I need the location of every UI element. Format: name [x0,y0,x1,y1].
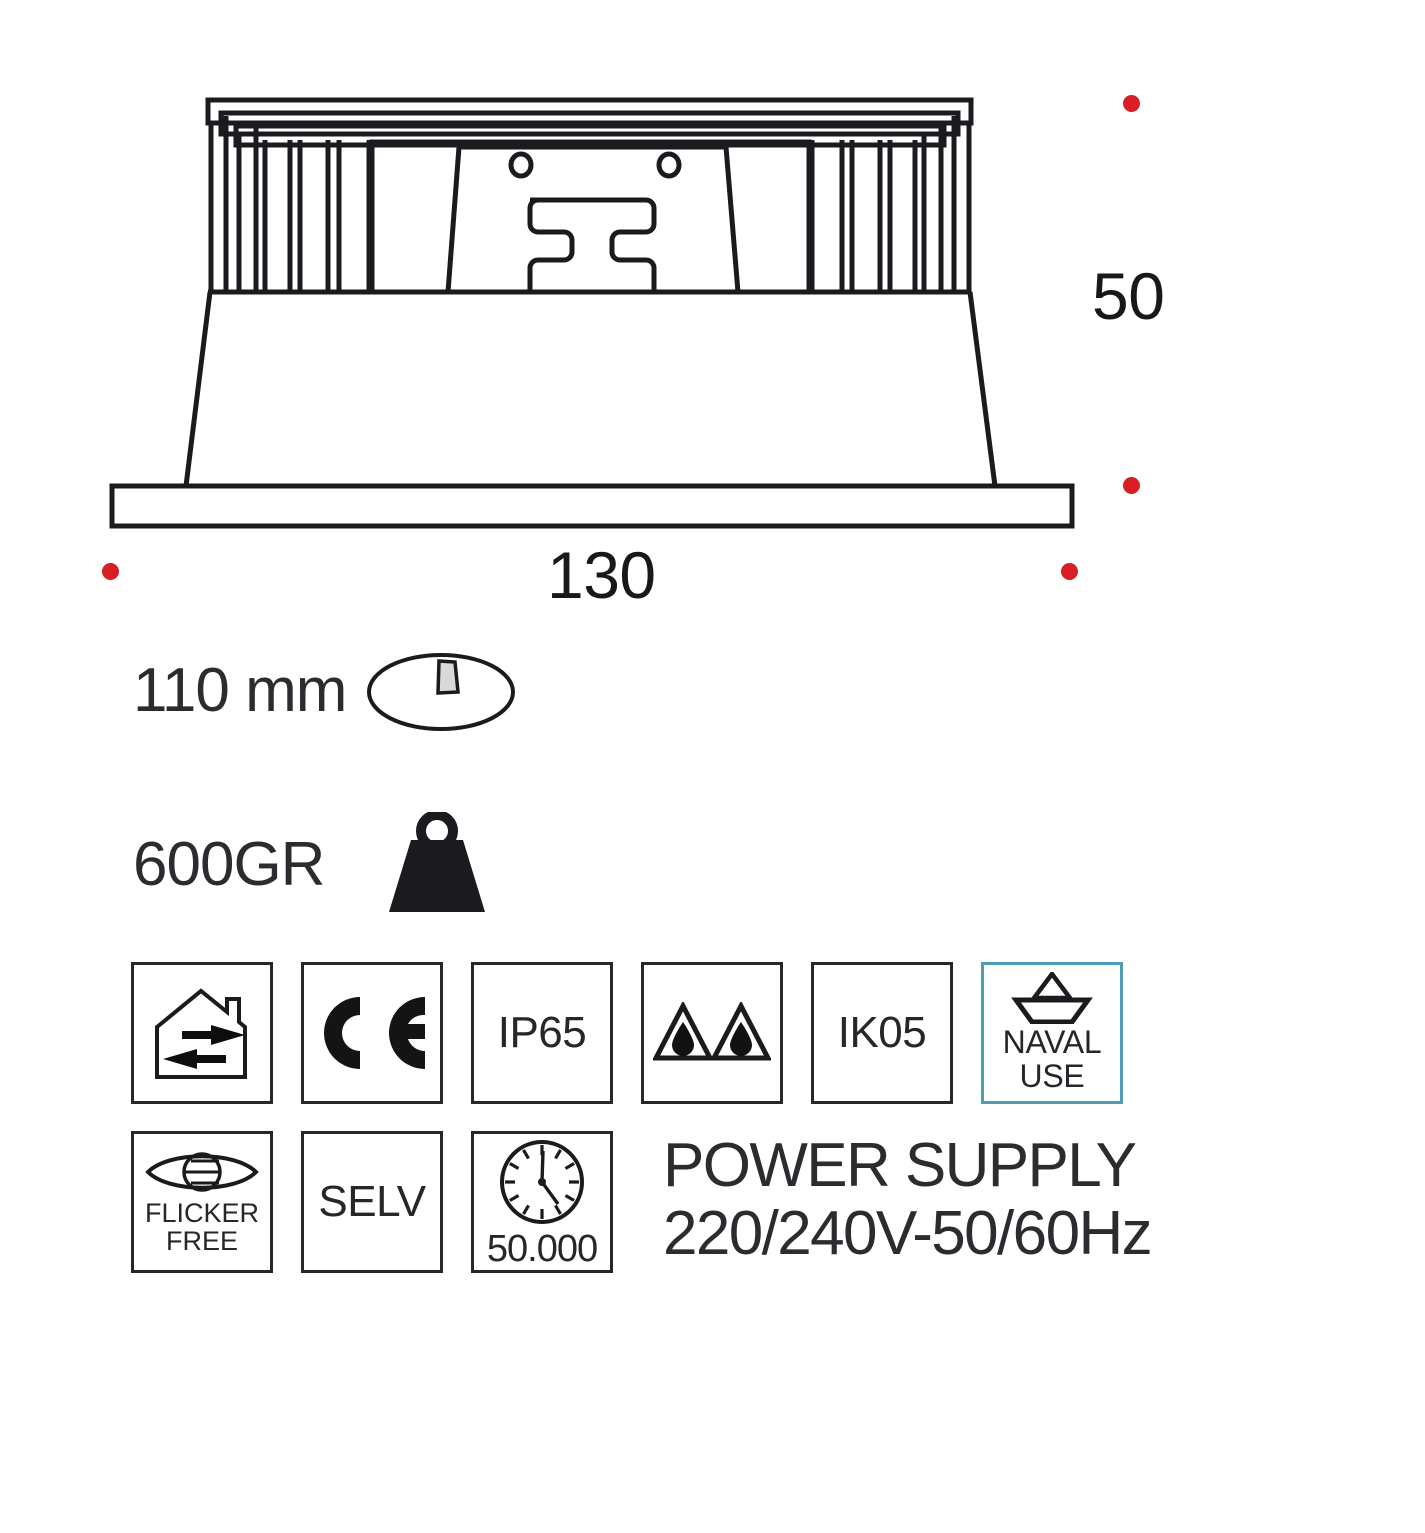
fin-right-5 [951,116,972,295]
fin-right-3 [887,140,918,295]
badge-ik-rating: IK05 [811,962,953,1104]
power-supply-line1: POWER SUPPLY [663,1130,1137,1200]
flicker-free-label-line1: FLICKER [144,1197,260,1228]
spec-row-weight: 600GR [133,812,501,918]
ip-rating-label: IP65 [497,1008,587,1057]
badge-flicker-free: FLICKER FREE [131,1131,273,1273]
bowtie-cutout [527,197,657,295]
eye-icon [145,1152,259,1192]
technical-drawing: 50 130 [0,0,1425,620]
badge-selv: SELV [301,1131,443,1273]
power-supply-text: POWER SUPPLY 220/240V-50/60Hz [663,1130,1153,1272]
badge-naval-use: NAVAL USE [981,962,1123,1104]
spec-row-ceiling-cutout: 110 mm [133,648,517,734]
mounting-plate [369,139,812,295]
selv-label: SELV [318,1177,426,1226]
lifetime-hours-label: 50.000 [486,1228,598,1270]
dimension-width-label: 130 [547,538,656,612]
badge-row-1: IP65 IK05 NAVA [131,962,1311,1104]
naval-use-label-line1: NAVAL [1002,1024,1102,1061]
fin-right-1 [809,140,845,295]
badge-lifetime-hours: 50.000 [471,1131,613,1273]
power-supply-line2: 220/240V-50/60Hz [663,1199,1153,1268]
fin-right-2 [849,140,883,295]
ceiling-cutout-value: 110 mm [133,656,347,725]
fin-left-1 [208,116,229,295]
mount-hole-right [656,151,682,179]
registration-dot [1061,563,1078,580]
water-drop-triangle-icon [653,1002,771,1061]
boat-icon [1011,972,1093,1025]
weight-value: 600GR [133,830,325,899]
dimension-height-label: 50 [1092,259,1165,333]
fin-left-4 [297,140,331,295]
ik-rating-label: IK05 [837,1008,927,1057]
fin-left-5 [336,140,372,295]
trim-flange [109,483,1075,529]
registration-dot [102,563,119,580]
downlight-section-drawing [109,97,1075,529]
badge-ce-mark [301,962,443,1104]
certification-badges: IP65 IK05 NAVA [131,962,1311,1300]
registration-dot [1123,477,1140,494]
naval-use-label-line2: USE [1019,1058,1085,1094]
mount-hole-left [508,151,534,179]
fin-right-4 [921,128,944,295]
housing-shell-inner [233,123,947,148]
flicker-free-label-line2: FREE [165,1225,238,1256]
housing-shell-mid [218,110,961,137]
badge-ip-rating: IP65 [471,962,613,1104]
clock-icon [500,1140,584,1224]
badge-water-protection [641,962,783,1104]
ceiling-cutout-icon [367,653,515,731]
fin-left-2 [236,128,259,295]
mounting-plate-inner [445,144,741,295]
weight-icon [389,812,485,912]
ce-mark-icon [324,997,425,1069]
body-wall-right [967,291,998,487]
fin-left-3 [262,140,293,295]
house-arrows-icon [155,988,247,1079]
badge-row-2: FLICKER FREE SELV [131,1131,1311,1273]
body-wall-left [183,291,213,487]
badge-indoor-outdoor [131,962,273,1104]
registration-dot [1123,95,1140,112]
